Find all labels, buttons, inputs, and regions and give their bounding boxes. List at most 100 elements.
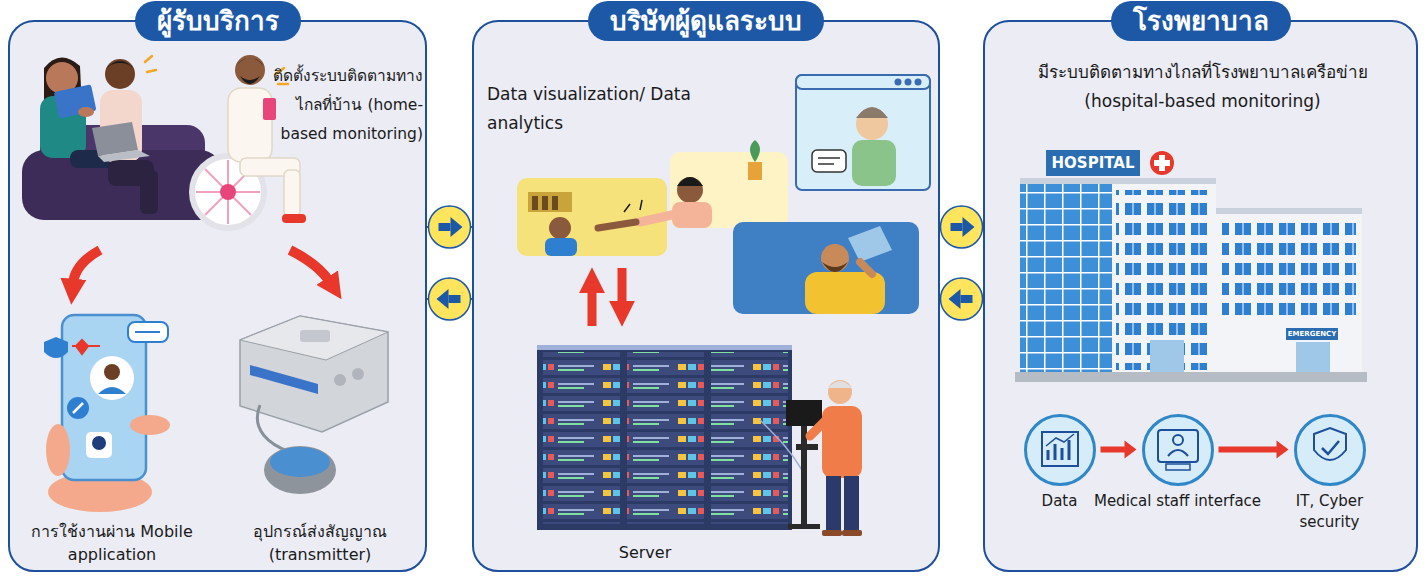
sign-text: HOSPITAL (1046, 150, 1140, 176)
flow-badge (427, 278, 472, 320)
people-figure (220, 184, 236, 200)
server-figure (627, 352, 704, 524)
server-figure (537, 345, 862, 536)
flow-badge (940, 206, 983, 248)
people-card (677, 177, 703, 186)
flow-badge (940, 278, 983, 320)
people-card (852, 140, 896, 186)
arrow-head (1125, 441, 1137, 459)
people-card (915, 79, 922, 86)
hospital-figure (1286, 328, 1338, 340)
transmitter-figure (300, 330, 330, 342)
arrow-shaft (961, 295, 973, 303)
transmitter-figure (240, 316, 388, 360)
people-card (528, 192, 572, 212)
server-figure (543, 352, 620, 524)
icon-fill (1158, 430, 1198, 462)
server-figure (796, 444, 818, 450)
server-figure (801, 426, 807, 526)
phone-figure (72, 340, 100, 354)
flow-arrow (1219, 441, 1289, 459)
sign-text: EMERGENCY (1286, 328, 1338, 340)
people-figure (98, 150, 150, 162)
people-card (895, 79, 902, 86)
people-card (624, 200, 642, 212)
panel-description: ติดตั้งระบบติดตามทางไกลที่บ้าน (home-bas… (265, 62, 423, 149)
hospital-figure (1216, 212, 1362, 374)
panel-box: บริษัทผู้ดูแลระบบData visualization/ Dat… (472, 20, 940, 572)
arrow-head (1277, 441, 1289, 459)
people-figure (236, 58, 264, 66)
people-figure (284, 170, 300, 216)
icon-circle: Medical staff interface (1142, 414, 1214, 486)
hospital-figure (1150, 340, 1184, 374)
server-figure (786, 400, 822, 426)
red-arrow (290, 250, 330, 282)
server-figure (810, 420, 826, 436)
hospital-figure (1015, 150, 1367, 382)
server-figure (828, 380, 852, 404)
people-card (532, 196, 538, 210)
transmitter-figure (352, 368, 364, 380)
people-figure (263, 98, 276, 120)
hospital-figure (1046, 150, 1140, 176)
panel-title: ผู้รับบริการ (135, 1, 301, 41)
caption-label: อุปกรณ์ส่งสัญญาณ (transmitter) (226, 520, 414, 566)
people-figure (235, 55, 265, 85)
red-arrow (592, 268, 622, 326)
red-arrow (618, 268, 627, 306)
people-card (821, 244, 849, 272)
server-figure (828, 381, 852, 388)
connector-line (1101, 447, 1127, 453)
people-card (640, 214, 676, 222)
people-card (733, 222, 919, 314)
flow-arrow (1101, 441, 1137, 459)
icon-circle: IT, Cyber security (1294, 414, 1366, 486)
server-figure (537, 345, 792, 530)
arrow-shaft (439, 223, 451, 231)
server-figure (826, 476, 841, 532)
people-card (812, 150, 846, 172)
red-arrow (588, 288, 597, 326)
people-card (542, 196, 548, 210)
panel-box: ผู้รับบริการติดตั้งระบบติดตามทางไกลที่บ้… (8, 20, 427, 572)
badge-circle (941, 278, 983, 320)
panel-description: มีระบบติดตามทางไกลที่โรงพยาบาลเครือข่าย … (1010, 58, 1395, 116)
phone-figure (98, 387, 126, 394)
transmitter-figure (240, 316, 388, 494)
people-card (517, 75, 930, 314)
hospital-figure (1296, 342, 1330, 374)
phone-figure (44, 315, 170, 512)
people-figure (240, 76, 260, 84)
phone-figure (67, 397, 89, 419)
server-figure (711, 352, 788, 524)
people-card (822, 262, 848, 272)
hospital-figure (1222, 220, 1356, 320)
phone-figure (135, 331, 160, 333)
badge-circle (429, 206, 471, 248)
people-card (549, 217, 571, 239)
server-figure (537, 345, 792, 350)
transmitter-figure (334, 374, 346, 386)
panel-grounds (473, 21, 939, 571)
arrow-head (963, 217, 975, 237)
flow-badge (427, 206, 472, 248)
people-figure (105, 61, 135, 70)
icon-fill (1025, 415, 1365, 485)
phone-figure (86, 432, 112, 458)
red-arrow (73, 250, 330, 284)
people-figure (54, 84, 97, 118)
people-card (860, 262, 872, 274)
people-figure (105, 59, 135, 89)
people-card (552, 196, 558, 210)
people-figure (282, 214, 306, 223)
icon-fill (1166, 464, 1190, 470)
panel-title: บริษัทผู้ดูแลระบบ (588, 1, 824, 41)
people-card (545, 238, 577, 256)
caption-label: การใช้งานผ่าน Mobile application (28, 520, 196, 566)
people-card (598, 222, 636, 228)
people-card (805, 272, 885, 314)
phone-figure (46, 424, 70, 476)
people-card (856, 108, 888, 140)
icon-fill (1314, 428, 1346, 460)
